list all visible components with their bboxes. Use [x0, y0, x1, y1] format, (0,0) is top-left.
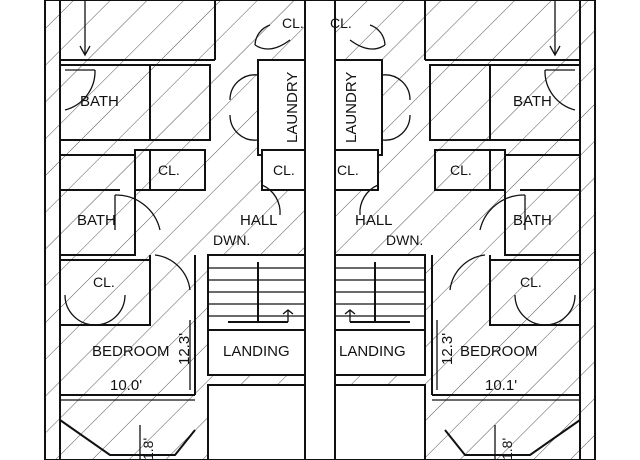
bedroom-label-left: BEDROOM	[92, 343, 170, 360]
bath-label-lower-right: BATH	[513, 212, 552, 229]
dimension-bay-left: 1.8'	[140, 438, 156, 460]
dimension-depth-left: 12.3'	[176, 333, 193, 365]
left-unit	[44, 0, 216, 460]
closet-label-hall-left: CL.	[273, 162, 295, 178]
closet-label-bedroom-right: CL.	[520, 274, 542, 290]
dimension-lines	[60, 320, 580, 396]
closet-label-bedroom-left: CL.	[93, 274, 115, 290]
landing-left	[207, 329, 306, 376]
hall-label-right: HALL	[355, 212, 393, 229]
bedroom-label-right: BEDROOM	[460, 343, 538, 360]
left-laundry-block	[229, 24, 306, 216]
dimension-width-left: 10.0'	[110, 377, 142, 394]
dimension-depth-right: 12.3'	[439, 333, 456, 365]
right-unit	[424, 0, 596, 460]
bath-label-upper-left: BATH	[80, 93, 119, 110]
landing-right	[334, 329, 426, 376]
laundry-label-left: LAUNDRY	[284, 72, 301, 143]
laundry-label-right: LAUNDRY	[343, 72, 360, 143]
bath-upper-left	[59, 64, 211, 141]
hall-label-left: HALL	[240, 212, 278, 229]
closet-label-hall-right: CL.	[337, 162, 359, 178]
right-stairs	[334, 254, 426, 460]
bath-label-upper-right: BATH	[513, 93, 552, 110]
closet-label-top-left: CL.	[282, 15, 304, 31]
bath-label-lower-left: BATH	[77, 212, 116, 229]
center-divider	[304, 0, 336, 460]
down-label-left: DWN.	[213, 232, 250, 248]
room-labels: CL. CL. CL. CL. CL. CL. CL. CL. BATH BAT…	[77, 15, 552, 360]
dimension-width-right: 10.1'	[485, 377, 517, 394]
landing-label-right: LANDING	[339, 343, 406, 360]
closet-label-bath-left: CL.	[158, 162, 180, 178]
left-stairs	[207, 254, 306, 460]
dimension-labels: 10.0' 10.1' 12.3' 12.3' 1.8' 1.8'	[110, 333, 517, 460]
closet-label-top-right: CL.	[330, 15, 352, 31]
down-label-right: DWN.	[386, 232, 423, 248]
dimension-bay-right: 1.8'	[499, 438, 515, 460]
right-laundry-block	[334, 24, 411, 216]
landing-label-left: LANDING	[223, 343, 290, 360]
closet-label-bath-right: CL.	[450, 162, 472, 178]
